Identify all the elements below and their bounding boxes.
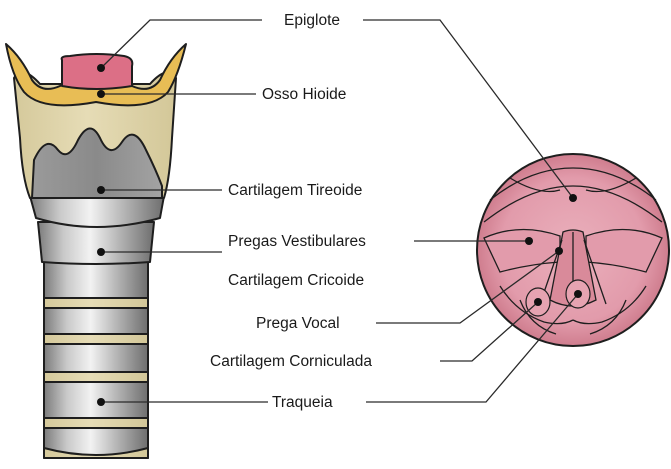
label-cartilagem-tireoide: Cartilagem Tireoide <box>228 182 362 199</box>
label-prega-vocal: Prega Vocal <box>256 315 340 332</box>
label-cartilagem-corniculada: Cartilagem Corniculada <box>210 353 372 370</box>
larynx-illustration <box>6 44 186 458</box>
thyroid-lower-rim <box>30 196 164 227</box>
label-cartilagem-cricoide: Cartilagem Cricoide <box>228 272 364 289</box>
cricoid-cartilage <box>38 222 154 264</box>
label-pregas-vestibulares: Pregas Vestibulares <box>228 233 366 250</box>
label-epiglote: Epiglote <box>284 12 340 29</box>
epiglottis <box>62 54 133 89</box>
label-osso-hioide: Osso Hioide <box>262 86 346 103</box>
laryngoscopic-view <box>477 154 669 346</box>
labels: Epiglote Osso Hioide Cartilagem Tireoide… <box>210 12 372 411</box>
label-traqueia: Traqueia <box>272 394 333 411</box>
